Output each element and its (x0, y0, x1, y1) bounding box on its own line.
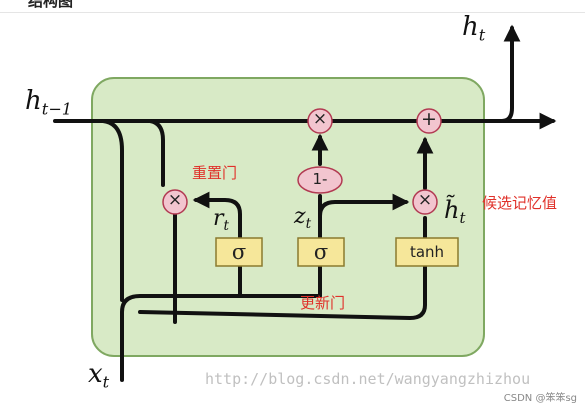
candidate-annotation: 候选记忆值 (482, 194, 558, 212)
xt-to-candidate (138, 264, 427, 320)
h-prev-subscript: t−1 (41, 99, 72, 119)
h-out-symbol: h (462, 12, 479, 42)
reset-to-multiply (192, 191, 242, 240)
sigma-reset-box (215, 237, 263, 267)
candidate-multiply-symbol: × (417, 190, 433, 210)
update-gate-annotation: 更新门 (300, 294, 346, 312)
x-in-symbol: x (88, 359, 103, 389)
page-title: 结构图 (28, 0, 74, 10)
z-symbol: z (294, 204, 306, 229)
x-in-subscript: t (102, 372, 110, 392)
h-cand-subscript: t (459, 209, 466, 228)
one-minus-ellipse (297, 166, 343, 194)
add-circle (416, 108, 442, 134)
hprev-branch-inner (148, 119, 165, 187)
tanh-box (395, 237, 459, 267)
z-subscript: t (305, 215, 312, 232)
h-out-label: ht (462, 14, 485, 44)
reset-multiply-symbol: × (167, 190, 183, 210)
top-multiply-symbol: × (312, 109, 328, 129)
output-arrow (500, 24, 521, 123)
h-cand-label: h̃t (444, 198, 465, 226)
xt-input-line (120, 294, 242, 382)
h-cand-symbol: h̃ (444, 196, 460, 224)
reset-multiply-circle (162, 189, 188, 215)
watermark-url: http://blog.csdn.net/wangyangzhizhou (205, 370, 531, 388)
r-symbol: r (213, 206, 224, 231)
top-multiply-circle (307, 108, 333, 134)
sigma-update-box (297, 237, 345, 267)
h-out-subscript: t (478, 25, 486, 45)
one-minus-symbol: 1- (312, 170, 328, 188)
x-in-label: xt (88, 361, 109, 391)
r-label: rt (213, 208, 229, 233)
update-to-candidate-multiply (318, 193, 410, 218)
h-prev-label: ht−1 (25, 88, 72, 118)
z-label: zt (294, 206, 311, 231)
h-prev-symbol: h (25, 86, 42, 116)
sigma-reset-label: σ (231, 240, 247, 264)
update-gate-path (238, 264, 322, 298)
footer-credit: CSDN @笨笨sg (503, 393, 577, 404)
sigma-update-label: σ (313, 240, 329, 264)
gru-cell-box (91, 77, 485, 357)
reset-gate-annotation: 重置门 (192, 164, 238, 182)
add-symbol: + (421, 108, 437, 130)
r-subscript: t (223, 217, 230, 234)
hprev-branch-outer (101, 119, 124, 302)
candidate-multiply-circle (412, 189, 438, 215)
tanh-label: tanh (409, 243, 445, 261)
title-divider (0, 12, 585, 13)
